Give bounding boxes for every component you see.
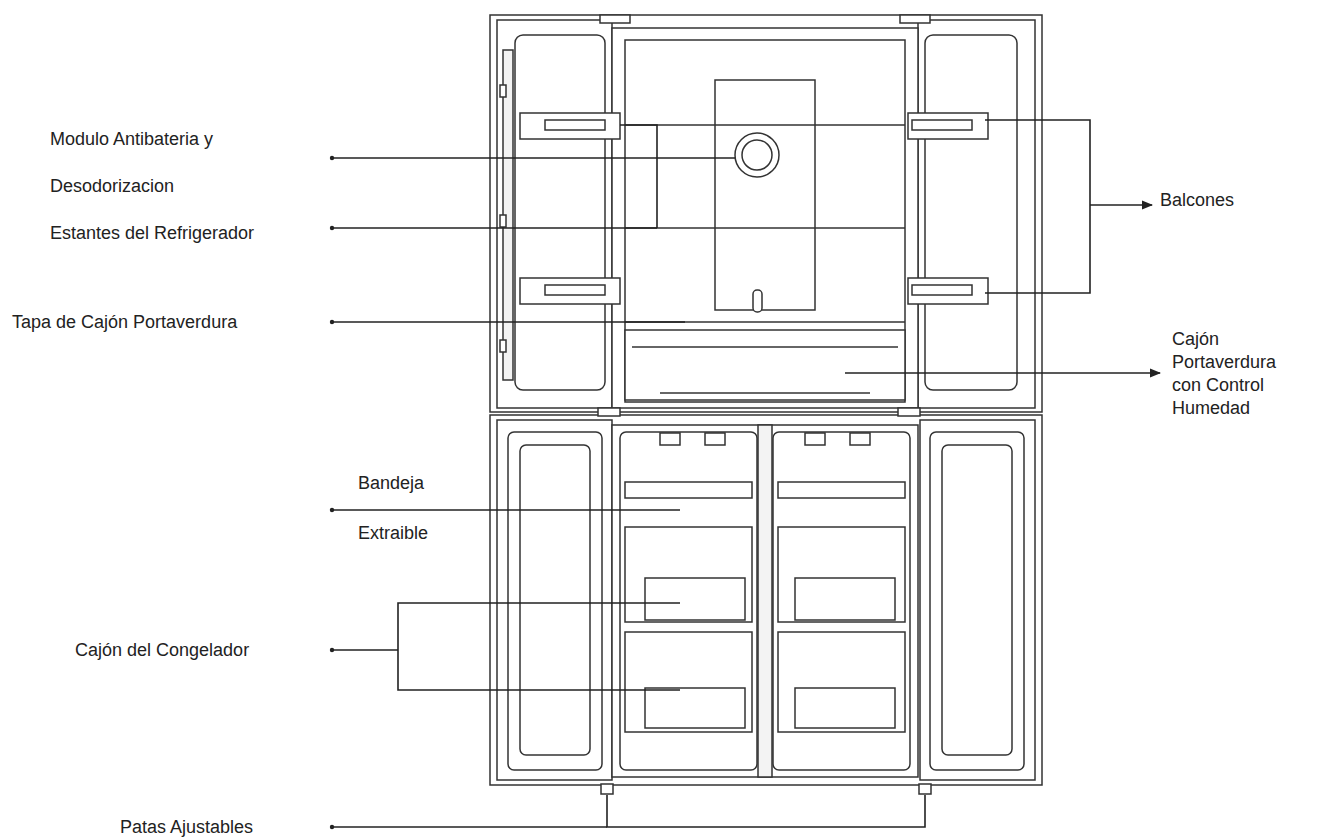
fridge-lower bbox=[898, 408, 920, 416]
fridge-lower bbox=[625, 482, 752, 498]
leader-lines bbox=[845, 372, 1160, 374]
leader-lines bbox=[332, 509, 680, 511]
fridge-upper bbox=[520, 113, 620, 139]
fridge-lower bbox=[660, 433, 680, 445]
fridge-upper bbox=[908, 113, 988, 139]
fridge-upper bbox=[908, 278, 988, 304]
leader-lines bbox=[1090, 204, 1152, 206]
fridge-lower bbox=[520, 445, 590, 755]
fridge-lower bbox=[612, 425, 918, 777]
fridge-upper bbox=[625, 40, 905, 402]
fridge-lower bbox=[942, 445, 1012, 755]
fridge-lower bbox=[795, 578, 895, 620]
leader-lines bbox=[332, 120, 1160, 827]
leader-lines bbox=[985, 120, 1090, 293]
leader-lines bbox=[620, 125, 657, 228]
leader-dots bbox=[330, 156, 334, 829]
fridge-lower bbox=[645, 688, 745, 728]
fridge-lower bbox=[778, 632, 905, 732]
part-label: Bandeja Extraible bbox=[358, 458, 448, 558]
fridge-lower bbox=[625, 527, 752, 622]
fridge-lower bbox=[705, 433, 725, 445]
part-label: Cajón del Congelador bbox=[75, 639, 315, 661]
fridge-upper bbox=[490, 15, 1042, 412]
fridge-upper bbox=[742, 140, 772, 170]
fridge-lower bbox=[645, 578, 745, 620]
fridge-upper bbox=[612, 28, 918, 408]
fridge-lower bbox=[850, 433, 870, 445]
fridge-upper bbox=[625, 124, 905, 126]
part-label: Estantes del Refrigerador bbox=[50, 222, 320, 244]
fridge-upper bbox=[545, 285, 605, 295]
fridge-lower bbox=[920, 420, 1035, 780]
part-label: Modulo Antibateria y Desodorizacion bbox=[50, 116, 280, 210]
fridge-upper bbox=[545, 120, 605, 130]
fridge-upper bbox=[912, 120, 972, 130]
leader-lines bbox=[332, 826, 607, 828]
leader-lines bbox=[332, 321, 685, 323]
leader-lines bbox=[332, 227, 657, 229]
leader-lines bbox=[398, 603, 680, 690]
fridge-upper bbox=[520, 278, 620, 304]
leader-dots bbox=[330, 226, 334, 230]
fridge-upper bbox=[900, 15, 930, 23]
fridge-upper bbox=[500, 340, 506, 352]
fridge-upper bbox=[735, 133, 779, 177]
fridge-upper bbox=[632, 346, 898, 348]
fridge-lower bbox=[625, 632, 752, 732]
leader-dots bbox=[330, 320, 334, 324]
fridge-lower bbox=[930, 432, 1024, 770]
fridge-upper bbox=[500, 215, 506, 227]
fridge-lower bbox=[778, 527, 905, 622]
leader-lines bbox=[607, 795, 925, 827]
leader-dots bbox=[330, 825, 334, 829]
part-label: Patas Ajustables bbox=[120, 816, 320, 838]
part-label: Cajón Portaverdura con Control Humedad bbox=[1172, 328, 1294, 420]
fridge-lower bbox=[620, 432, 757, 770]
fridge-upper bbox=[918, 20, 1035, 408]
part-label: Tapa de Cajón Portaverdura bbox=[12, 311, 312, 333]
leader-dots bbox=[330, 156, 334, 160]
fridge-lower bbox=[758, 425, 772, 777]
fridge-lower bbox=[490, 415, 1042, 785]
fridge-upper bbox=[715, 80, 815, 310]
fridge-lower bbox=[805, 433, 825, 445]
fridge-lower bbox=[601, 784, 613, 794]
fridge-upper bbox=[912, 285, 972, 295]
fridge-upper bbox=[625, 227, 905, 229]
fridge-upper bbox=[500, 85, 506, 97]
fridge-upper bbox=[925, 35, 1017, 390]
fridge-lower bbox=[795, 688, 895, 728]
fridge-upper bbox=[490, 15, 1042, 412]
fridge-upper bbox=[515, 35, 605, 390]
leader-dots bbox=[330, 508, 334, 512]
fridge-upper bbox=[625, 330, 905, 400]
leader-lines bbox=[332, 157, 735, 159]
leader-lines bbox=[332, 649, 398, 651]
fridge-upper bbox=[600, 15, 630, 23]
fridge-lower bbox=[598, 408, 620, 416]
fridge-lower bbox=[778, 482, 905, 498]
part-label: Balcones bbox=[1160, 189, 1300, 211]
fridge-lower bbox=[490, 408, 1042, 794]
fridge-upper bbox=[497, 20, 612, 408]
fridge-upper bbox=[660, 392, 870, 394]
fridge-lower bbox=[497, 420, 612, 780]
fridge-lower bbox=[508, 432, 602, 770]
leader-dots bbox=[330, 648, 334, 652]
fridge-upper bbox=[753, 290, 762, 312]
fridge-lower bbox=[773, 432, 910, 770]
fridge-lower bbox=[919, 784, 931, 794]
